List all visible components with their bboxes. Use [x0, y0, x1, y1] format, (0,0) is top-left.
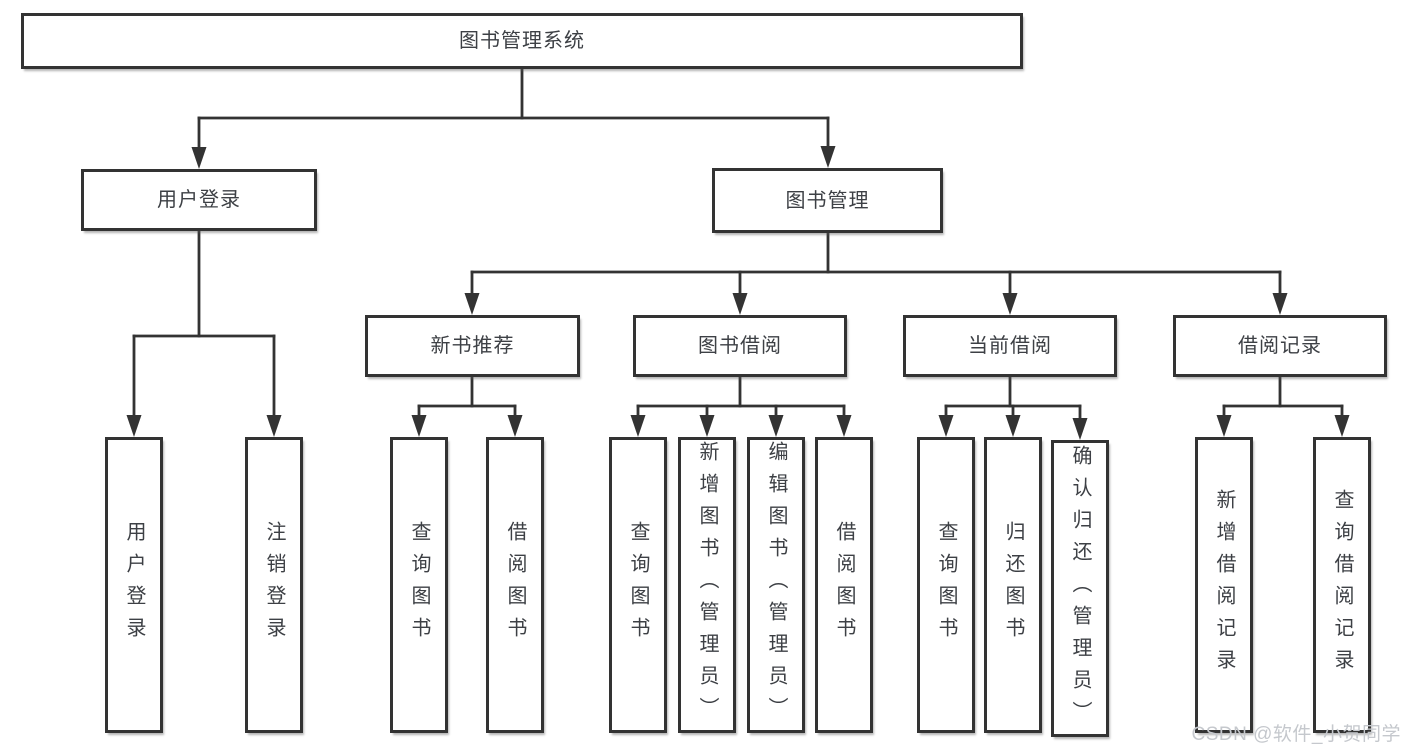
leaf-edit-books-admin-label: 编辑图书（管理员） [765, 441, 787, 729]
leaf-query-books-borrowing-label: 查询图书 [627, 521, 649, 649]
leaf-edit-books-admin: 编辑图书（管理员） [747, 437, 805, 733]
node-new-book-recommend: 新书推荐 [365, 315, 580, 377]
node-book-borrowing: 图书借阅 [633, 315, 847, 377]
leaf-confirm-return-admin-label: 确认归还（管理员） [1069, 444, 1091, 733]
leaf-query-borrow-record: 查询借阅记录 [1313, 437, 1371, 733]
leaf-query-books-recommend: 查询图书 [390, 437, 448, 733]
node-user-login-label: 用户登录 [157, 189, 241, 211]
node-root-label: 图书管理系统 [459, 30, 585, 52]
node-new-book-recommend-label: 新书推荐 [430, 335, 515, 357]
node-borrow-records: 借阅记录 [1173, 315, 1387, 377]
leaf-confirm-return-admin: 确认归还（管理员） [1051, 440, 1109, 737]
leaf-return-books: 归还图书 [984, 437, 1042, 733]
leaf-query-books-borrowing: 查询图书 [609, 437, 667, 733]
node-book-management-label: 图书管理 [785, 189, 870, 212]
leaf-borrow-books: 借阅图书 [815, 437, 873, 733]
csdn-watermark: CSDN @软件_小贺同学 [1191, 724, 1401, 745]
leaf-query-books-current-label: 查询图书 [935, 521, 957, 649]
leaf-query-borrow-record-label: 查询借阅记录 [1331, 489, 1353, 681]
leaf-query-books-current: 查询图书 [917, 437, 975, 733]
node-current-borrowing-label: 当前借阅 [968, 335, 1052, 357]
leaf-logout: 注销登录 [245, 437, 303, 733]
node-borrow-records-label: 借阅记录 [1238, 335, 1322, 357]
leaf-add-books-admin: 新增图书（管理员） [678, 437, 736, 733]
leaf-borrow-books-recommend: 借阅图书 [486, 437, 544, 733]
leaf-borrow-books-label: 借阅图书 [833, 521, 855, 649]
leaf-add-borrow-record: 新增借阅记录 [1195, 437, 1253, 733]
node-user-login: 用户登录 [81, 169, 317, 231]
leaf-query-books-recommend-label: 查询图书 [408, 521, 430, 649]
leaf-add-books-admin-label: 新增图书（管理员） [696, 441, 718, 729]
leaf-logout-label: 注销登录 [263, 521, 285, 649]
leaf-user-login: 用户登录 [105, 437, 163, 733]
node-book-borrowing-label: 图书借阅 [698, 335, 782, 357]
leaf-add-borrow-record-label: 新增借阅记录 [1213, 489, 1235, 681]
leaf-borrow-books-recommend-label: 借阅图书 [504, 521, 526, 649]
leaf-user-login-label: 用户登录 [123, 521, 145, 649]
node-current-borrowing: 当前借阅 [903, 315, 1117, 377]
node-root-system: 图书管理系统 [21, 13, 1023, 69]
leaf-return-books-label: 归还图书 [1002, 521, 1024, 649]
node-book-management: 图书管理 [712, 168, 943, 233]
